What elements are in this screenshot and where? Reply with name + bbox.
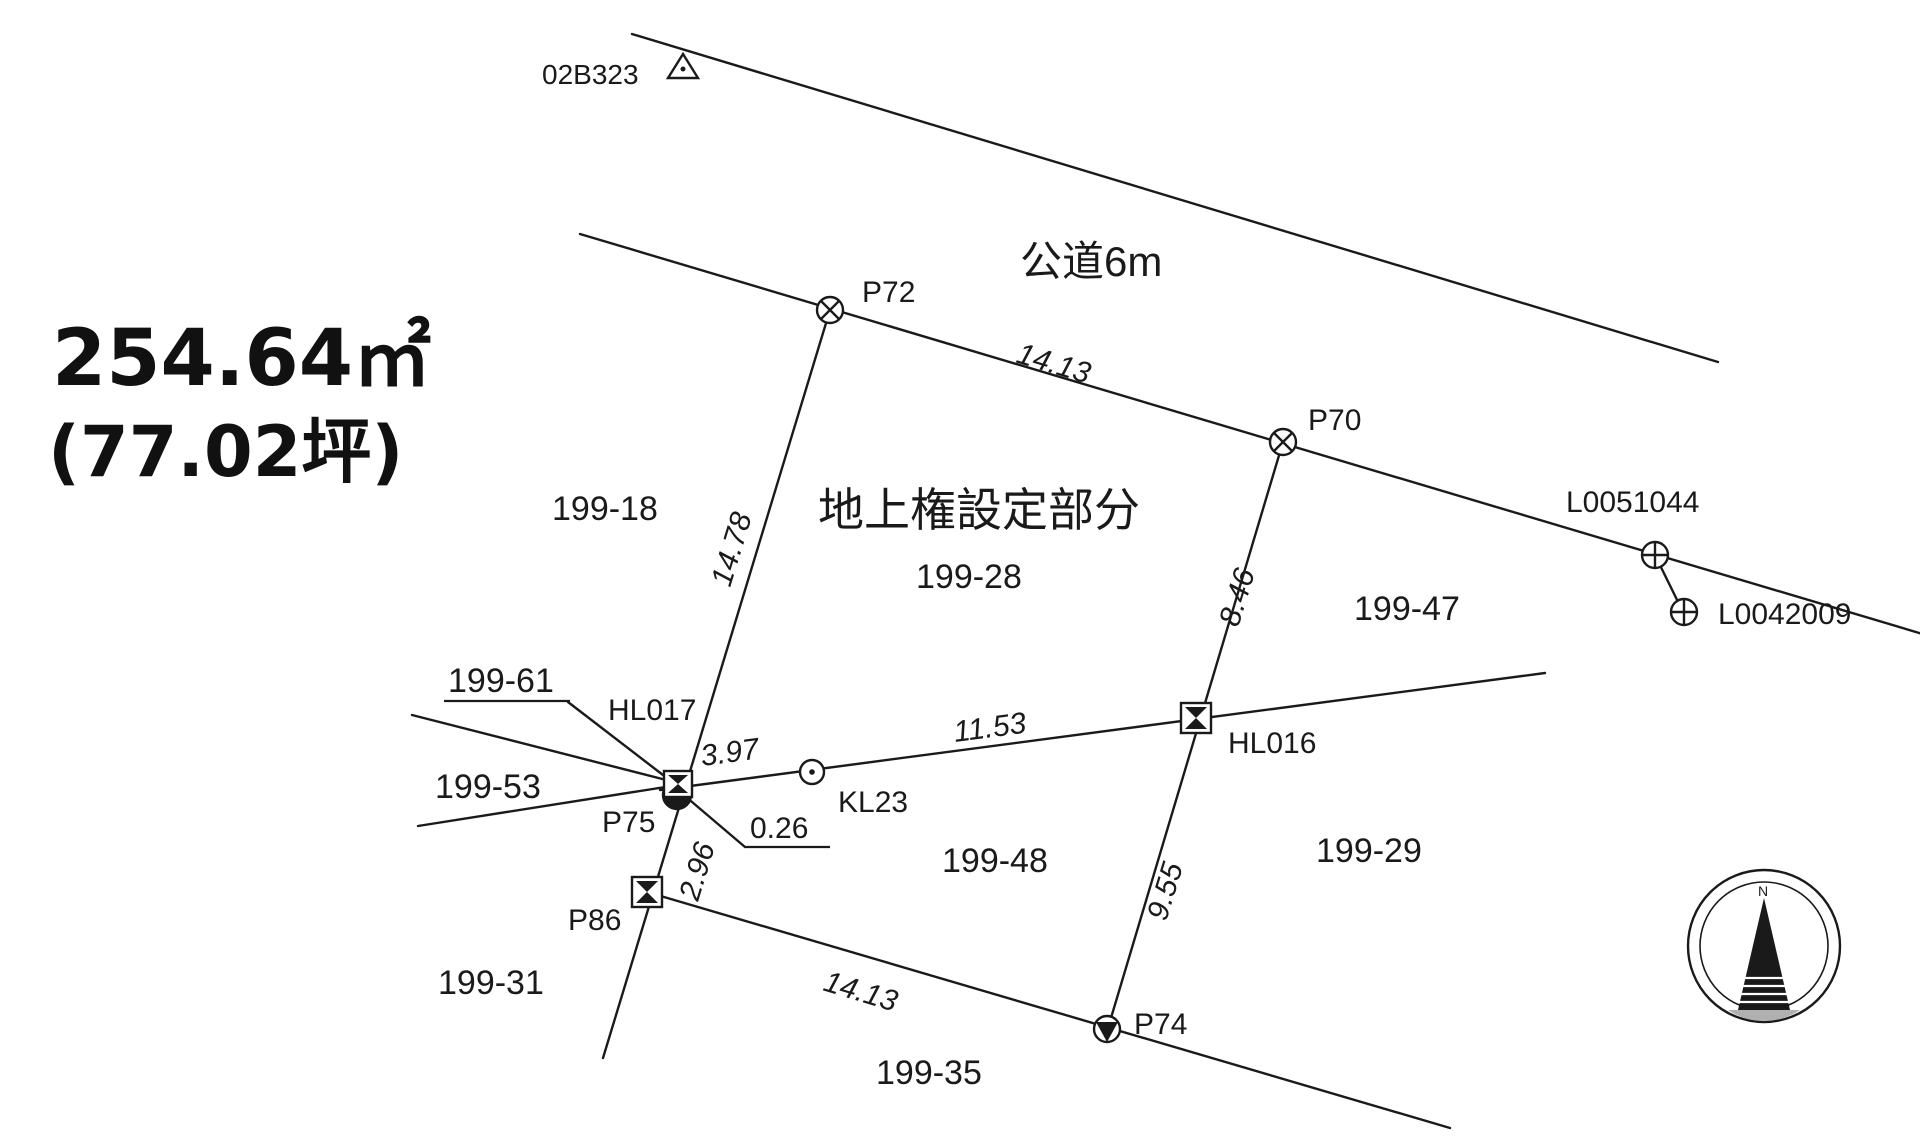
lot-199-61: 199-61 — [448, 662, 554, 700]
lot-199-35: 199-35 — [876, 1054, 982, 1092]
road-label: 公道6m — [1020, 238, 1162, 285]
lot-199-31: 199-31 — [438, 964, 544, 1002]
lot-199-48: 199-48 — [942, 842, 1048, 880]
lot-199-29: 199-29 — [1316, 832, 1422, 870]
point-label-p86: P86 — [568, 904, 621, 937]
boundary-bottom — [645, 890, 1452, 1130]
road-far-edge — [630, 32, 1720, 364]
point-label-p74: P74 — [1134, 1008, 1187, 1041]
marker-l0042009 — [1669, 597, 1699, 627]
marker-p75 — [661, 769, 694, 811]
dimension-right-lower: 9.55 — [1141, 858, 1190, 924]
marker-l0051044 — [1640, 540, 1670, 570]
leader-line-199-61 — [566, 700, 678, 787]
dimension-offset: 0.26 — [750, 812, 808, 845]
point-label-p70: P70 — [1308, 404, 1361, 437]
dimension-short: 3.97 — [699, 732, 763, 773]
boundary-middle — [658, 671, 1547, 792]
boundary-p70-p74 — [1106, 440, 1285, 1030]
triangle-icon — [665, 51, 701, 80]
point-label-p75: P75 — [602, 806, 655, 839]
lot-199-47: 199-47 — [1354, 590, 1460, 628]
zone-label: 地上権設定部分 — [818, 484, 1140, 536]
dimension-lower-left: 2.96 — [673, 838, 722, 905]
marker-hl016 — [1179, 701, 1213, 735]
marker-p70 — [1268, 427, 1298, 457]
leader-line-0-26 — [683, 794, 747, 849]
dimension-left: 14.78 — [705, 508, 759, 590]
dimension-right-upper: 8.46 — [1213, 564, 1262, 630]
marker-kl23 — [798, 758, 826, 786]
north-arrow-icon: N — [1686, 868, 1842, 1024]
lot-199-28: 199-28 — [916, 558, 1022, 596]
boundary-west-lower — [416, 783, 680, 828]
point-label-l0042009: L0042009 — [1718, 598, 1851, 631]
marker-p74 — [1092, 1014, 1122, 1044]
point-label-hl016: HL016 — [1228, 727, 1316, 760]
point-label-l0051044: L0051044 — [1566, 486, 1699, 519]
point-label-p72: P72 — [862, 276, 915, 309]
area-sqm: 254.64㎡ — [52, 314, 431, 404]
lot-199-18: 199-18 — [552, 490, 658, 528]
point-label-hl017: HL017 — [608, 694, 696, 727]
marker-p72 — [815, 295, 845, 325]
lot-199-53: 199-53 — [435, 768, 541, 806]
dimension-top: 14.13 — [1013, 337, 1095, 390]
marker-p86 — [630, 875, 664, 909]
dimension-bottom: 14.13 — [820, 965, 902, 1018]
boundary-west-upper — [410, 713, 680, 785]
north-label: N — [1758, 883, 1768, 899]
benchmark-label: 02B323 — [542, 59, 639, 90]
point-label-kl23: KL23 — [838, 786, 908, 819]
area-tsubo: (77.02坪) — [48, 411, 403, 493]
boundary-p72-p86 — [601, 308, 832, 1060]
